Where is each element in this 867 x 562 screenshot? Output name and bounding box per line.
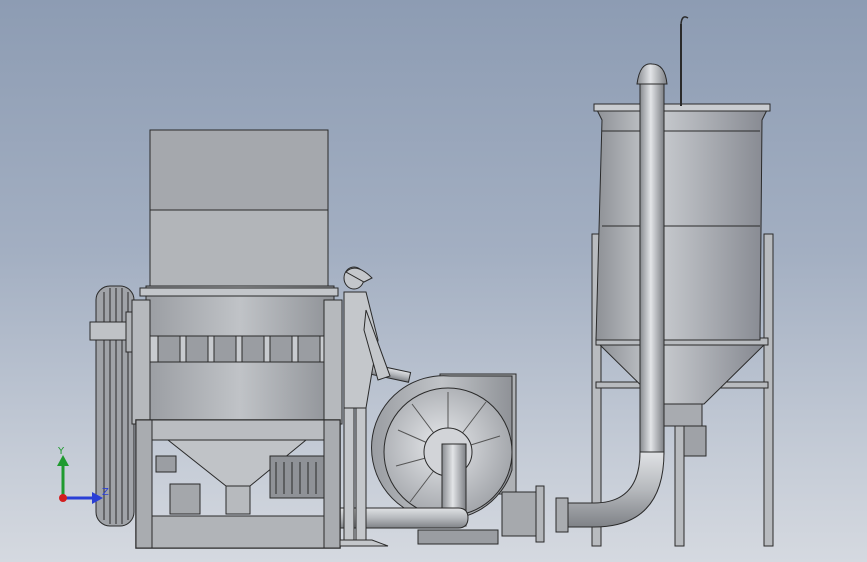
silo-cone bbox=[598, 344, 766, 405]
triad-z-label: Z bbox=[102, 487, 109, 498]
feed-hopper bbox=[149, 129, 329, 213]
storage-silo[interactable] bbox=[591, 16, 774, 547]
conveying-pipe[interactable] bbox=[555, 63, 668, 533]
blower-fan[interactable] bbox=[339, 363, 545, 545]
inlet-pipe bbox=[339, 507, 469, 529]
operator-figure bbox=[339, 266, 391, 547]
silo-body bbox=[595, 107, 769, 341]
hopper-crusher[interactable] bbox=[131, 129, 343, 549]
triad-y-label: Y bbox=[57, 446, 65, 457]
view-triad: Y Z bbox=[57, 446, 109, 504]
motor bbox=[269, 455, 325, 499]
